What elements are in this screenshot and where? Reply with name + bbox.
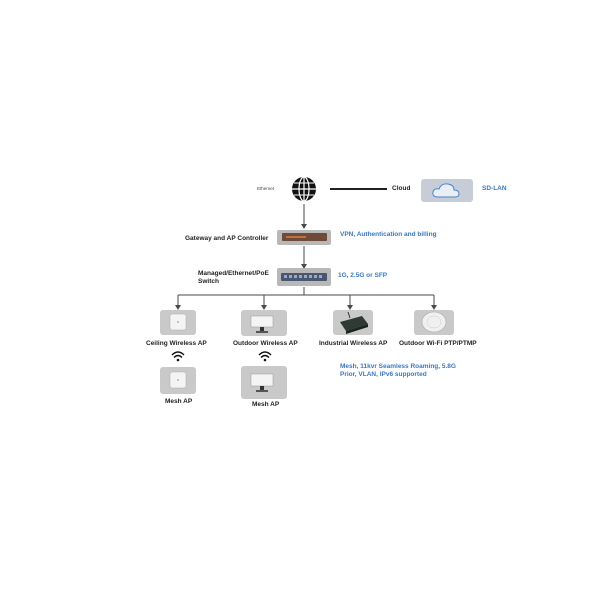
ceiling-ap-label: Ceiling Wireless AP	[146, 340, 207, 347]
wifi-icon	[171, 351, 185, 362]
switch-label-line2: Switch	[198, 278, 219, 285]
arrow-industrial	[347, 305, 353, 310]
ethernet-label: Ethernet	[257, 186, 275, 191]
sdlan-label: SD-LAN	[482, 185, 507, 192]
mesh-outdoor-ap-icon	[250, 373, 274, 392]
ptp-antenna-icon	[421, 311, 447, 333]
gateway-note: VPN, Authentication and billing	[340, 231, 437, 238]
switch-note: 1G, 2.5G or SFP	[338, 272, 388, 279]
mesh-ap-label-1: Mesh AP	[165, 398, 193, 405]
globe-icon	[292, 176, 316, 202]
outdoor-ap-icon	[250, 315, 274, 333]
cloud-label: Cloud	[392, 185, 411, 192]
industrial-ap-label: Industrial Wireless AP	[319, 340, 388, 347]
ptp-ap-label: Outdoor Wi-Fi PTP/PTMP	[399, 340, 477, 347]
outdoor-ap-label: Outdoor Wireless AP	[233, 340, 298, 347]
mesh-ap-label-2: Mesh AP	[252, 401, 280, 408]
industrial-ap-icon	[340, 311, 368, 334]
cloud-icon	[432, 183, 460, 198]
switch-label-line1: Managed/Ethernet/PoE	[198, 270, 269, 277]
mesh-note-line2: Prior, VLAN, IPv6 supported	[340, 371, 427, 378]
mesh-note-line1: Mesh, 11kvr Seamless Roaming, 5.8G	[340, 363, 456, 370]
arrow-head-gateway	[301, 224, 307, 229]
gateway-label: Gateway and AP Controller	[185, 235, 269, 242]
wifi-icon	[258, 351, 272, 362]
arrow-outdoor	[261, 305, 267, 310]
arrow-ceiling	[175, 305, 181, 310]
arrow-ptp	[431, 305, 437, 310]
arrow-head-switch	[301, 264, 307, 269]
